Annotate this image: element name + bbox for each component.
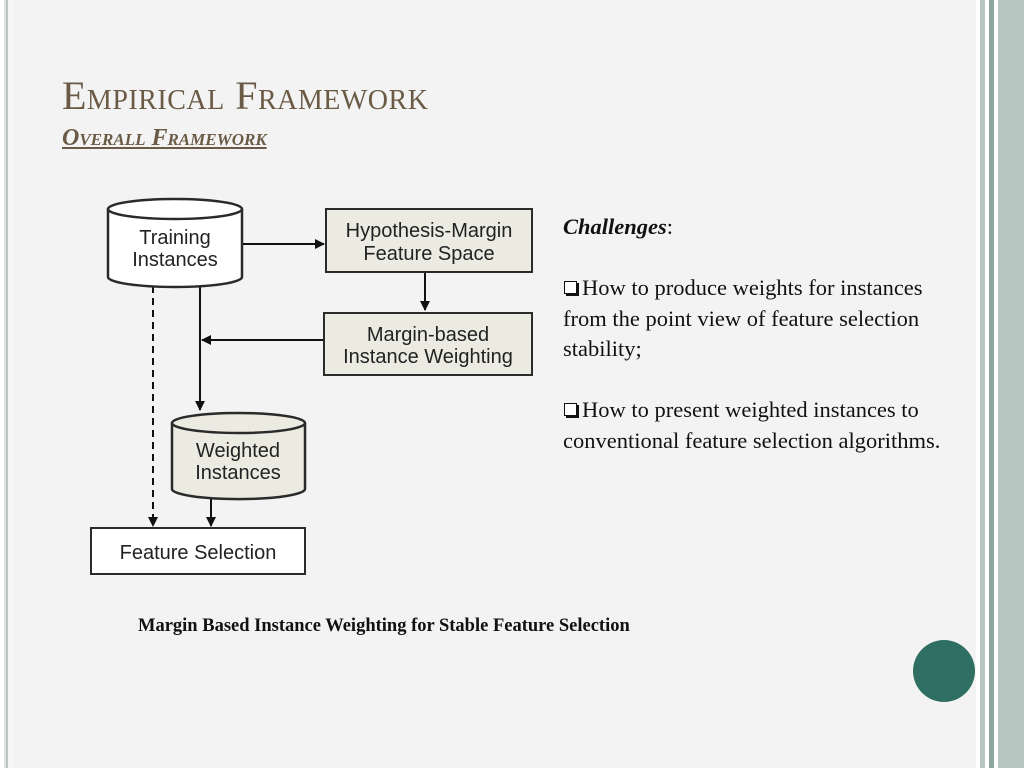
- challenges-heading: Challenges: [563, 214, 667, 239]
- challenge-item: How to produce weights for instances fro…: [563, 273, 943, 365]
- hypothesis-margin-label-line2: Feature Space: [363, 243, 494, 265]
- weighted-instances-cylinder: [170, 423, 307, 501]
- weighted-instances-cylinder-top: [170, 411, 307, 435]
- challenges-heading-colon: :: [666, 214, 674, 239]
- margin-weighting-label-line2: Instance Weighting: [343, 346, 513, 368]
- feature-selection-box: [90, 527, 306, 575]
- challenge-item: How to present weighted instances to con…: [563, 395, 943, 456]
- challenges-heading-line: Challenges:: [563, 212, 943, 243]
- margin-weighting-box: [323, 312, 533, 376]
- accent-circle: [913, 640, 975, 702]
- checkbox-icon: [564, 281, 577, 294]
- challenge-item-text: How to present weighted instances to con…: [563, 397, 941, 453]
- left-border-decoration: [0, 0, 14, 768]
- slide-title: Empirical Framework: [62, 73, 429, 118]
- node-margin-based-instance-weighting: Margin-based Instance Weighting: [323, 312, 533, 376]
- hypothesis-margin-box: [325, 208, 533, 273]
- margin-weighting-label-line1: Margin-based: [367, 324, 489, 346]
- slide-background: [0, 0, 976, 768]
- weighted-instances-label-line2: Instances: [195, 462, 281, 484]
- training-instances-cylinder: [106, 209, 244, 289]
- training-instances-label-line1: Training: [139, 227, 211, 249]
- right-stripe-decoration: [976, 0, 1024, 768]
- node-training-instances: Training Instances: [106, 197, 244, 289]
- training-instances-cylinder-top: [106, 197, 244, 221]
- training-instances-label-line2: Instances: [132, 249, 218, 271]
- diagram-caption: Margin Based Instance Weighting for Stab…: [138, 616, 630, 636]
- challenges-text-block: Challenges: How to produce weights for i…: [563, 212, 943, 456]
- checkbox-icon: [564, 403, 577, 416]
- node-hypothesis-margin-feature-space: Hypothesis-Margin Feature Space: [325, 208, 533, 273]
- node-feature-selection: Feature Selection: [90, 527, 306, 575]
- feature-selection-label: Feature Selection: [120, 542, 277, 564]
- challenge-item-text: How to produce weights for instances fro…: [563, 275, 923, 361]
- node-weighted-instances: Weighted Instances: [170, 411, 307, 501]
- hypothesis-margin-label-line1: Hypothesis-Margin: [346, 220, 513, 242]
- slide-subtitle: Overall Framework: [62, 125, 267, 151]
- weighted-instances-label-line1: Weighted: [196, 440, 280, 462]
